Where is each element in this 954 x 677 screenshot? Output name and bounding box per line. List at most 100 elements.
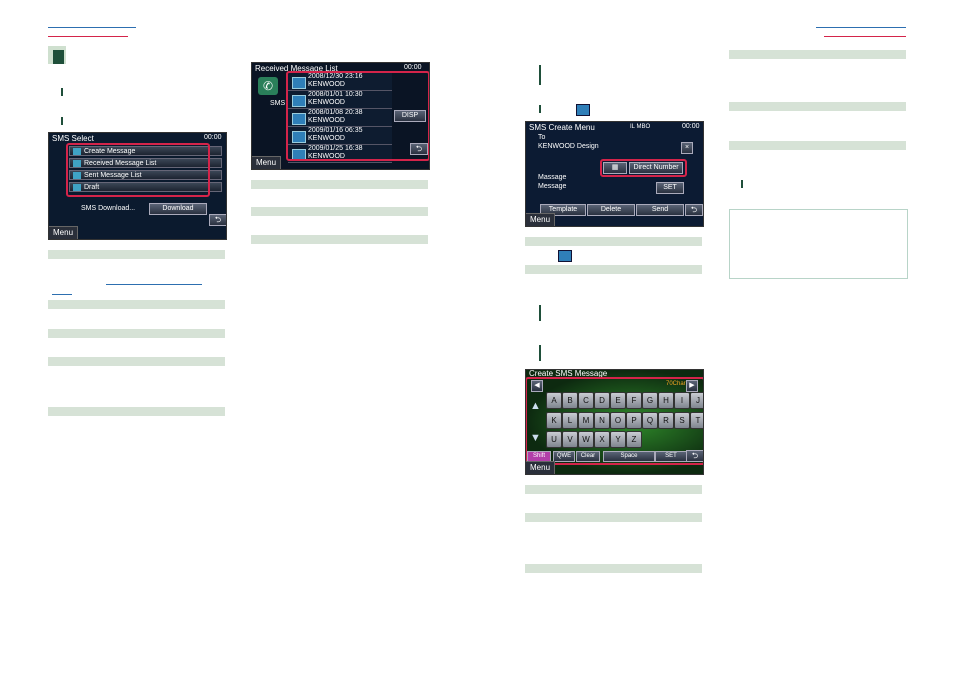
key-q[interactable]: Q — [642, 412, 658, 429]
link-rule — [52, 294, 72, 295]
up-arrow-icon[interactable]: ▲ — [530, 400, 541, 412]
phonebook-icon — [558, 250, 572, 262]
item-label: Sent Message List — [84, 172, 142, 179]
menu-button[interactable]: Menu — [526, 461, 556, 474]
step-bar — [539, 305, 541, 321]
download-button[interactable]: Download — [149, 203, 207, 215]
disp-button[interactable]: DISP — [394, 110, 426, 122]
highlight-frame — [66, 143, 210, 197]
inbox-icon — [73, 160, 81, 167]
back-arrow-icon[interactable]: ⮌ — [685, 204, 703, 216]
key-w[interactable]: W — [578, 431, 594, 448]
highlight-frame — [286, 71, 429, 161]
phonebook-icon: ▦ — [611, 164, 619, 171]
key-f[interactable]: F — [626, 392, 642, 409]
phonebook-icon — [576, 104, 590, 116]
key-v[interactable]: V — [562, 431, 578, 448]
sms-download-label: SMS Download... — [81, 205, 136, 212]
key-h[interactable]: H — [658, 392, 674, 409]
key-p[interactable]: P — [626, 412, 642, 429]
phonebook-button[interactable]: ▦ — [603, 162, 627, 174]
key-t[interactable]: T — [690, 412, 703, 429]
key-m[interactable]: M — [578, 412, 594, 429]
key-s[interactable]: S — [674, 412, 690, 429]
down-arrow-icon[interactable]: ▼ — [530, 432, 541, 444]
envelope-icon — [292, 95, 306, 107]
note-box — [729, 209, 908, 279]
info-band — [48, 357, 225, 366]
draft-item[interactable]: Draft — [69, 182, 222, 192]
key-y[interactable]: Y — [610, 431, 626, 448]
set-button[interactable]: SET — [656, 182, 684, 194]
qwe-button[interactable]: QWE — [553, 451, 575, 462]
right-arrow-icon[interactable]: ▶ — [686, 380, 698, 392]
key-k[interactable]: K — [546, 412, 562, 429]
step-bar — [539, 345, 541, 361]
key-o[interactable]: O — [610, 412, 626, 429]
space-button[interactable]: Space — [603, 451, 655, 462]
highlight-frame — [600, 159, 687, 177]
step-bar — [61, 117, 63, 125]
key-c[interactable]: C — [578, 392, 594, 409]
sms-select-screen: SMS Select 00:00 Create Message Received… — [48, 132, 227, 240]
message-sender: KENWOOD — [308, 99, 345, 106]
create-message-icon — [73, 148, 81, 155]
create-menu-screen: SMS Create Menu IL MBO 00:00 To KENWOOD … — [525, 121, 704, 227]
info-band — [48, 329, 225, 338]
key-d[interactable]: D — [594, 392, 610, 409]
clear-button[interactable]: Clear — [576, 451, 600, 462]
info-band — [525, 513, 702, 522]
info-band — [525, 564, 702, 573]
key-u[interactable]: U — [546, 431, 562, 448]
key-r[interactable]: R — [658, 412, 674, 429]
clock: 00:00 — [682, 123, 700, 130]
info-band — [251, 207, 428, 216]
key-j[interactable]: J — [690, 392, 703, 409]
key-x[interactable]: X — [594, 431, 610, 448]
delete-button[interactable]: Delete — [587, 204, 635, 216]
section-marker — [48, 46, 66, 64]
back-arrow-icon[interactable]: ⮌ — [410, 143, 428, 155]
left-arrow-icon[interactable]: ◀ — [531, 380, 543, 392]
key-i[interactable]: I — [674, 392, 690, 409]
key-e[interactable]: E — [610, 392, 626, 409]
to-clear-button[interactable]: × — [681, 142, 693, 154]
info-band — [48, 407, 225, 416]
back-arrow-icon[interactable]: ⮌ — [686, 450, 703, 462]
info-band — [729, 141, 906, 150]
phone-icon: ✆ — [258, 77, 278, 95]
key-l[interactable]: L — [562, 412, 578, 429]
clock: 00:00 — [204, 134, 222, 141]
direct-number-button[interactable]: Direct Number — [629, 162, 683, 174]
message-sender: KENWOOD — [308, 81, 345, 88]
menu-button[interactable]: Menu — [252, 156, 282, 169]
send-button[interactable]: Send — [636, 204, 684, 216]
back-arrow-icon[interactable]: ⮌ — [209, 214, 226, 226]
message-value[interactable]: Message — [538, 183, 567, 190]
received-message-list-item[interactable]: Received Message List — [69, 158, 222, 168]
header-rule-left-blue — [48, 27, 136, 28]
message-date: 2009/01/25 16:38 — [308, 145, 363, 152]
message-date: 2008/01/01 10:30 — [308, 91, 363, 98]
create-message-item[interactable]: Create Message — [69, 146, 222, 156]
key-g[interactable]: G — [642, 392, 658, 409]
to-label: To — [538, 134, 546, 141]
info-band — [525, 237, 702, 246]
message-date: 2008/12/30 23:16 — [308, 73, 363, 80]
key-b[interactable]: B — [562, 392, 578, 409]
key-a[interactable]: A — [546, 392, 562, 409]
to-value[interactable]: KENWOOD Design — [538, 143, 599, 150]
key-z[interactable]: Z — [626, 431, 642, 448]
envelope-icon — [292, 77, 306, 89]
menu-button[interactable]: Menu — [526, 213, 556, 226]
key-n[interactable]: N — [594, 412, 610, 429]
message-date: 2008/01/08 20:38 — [308, 109, 363, 116]
sent-message-list-item[interactable]: Sent Message List — [69, 170, 222, 180]
menu-button[interactable]: Menu — [49, 226, 79, 239]
